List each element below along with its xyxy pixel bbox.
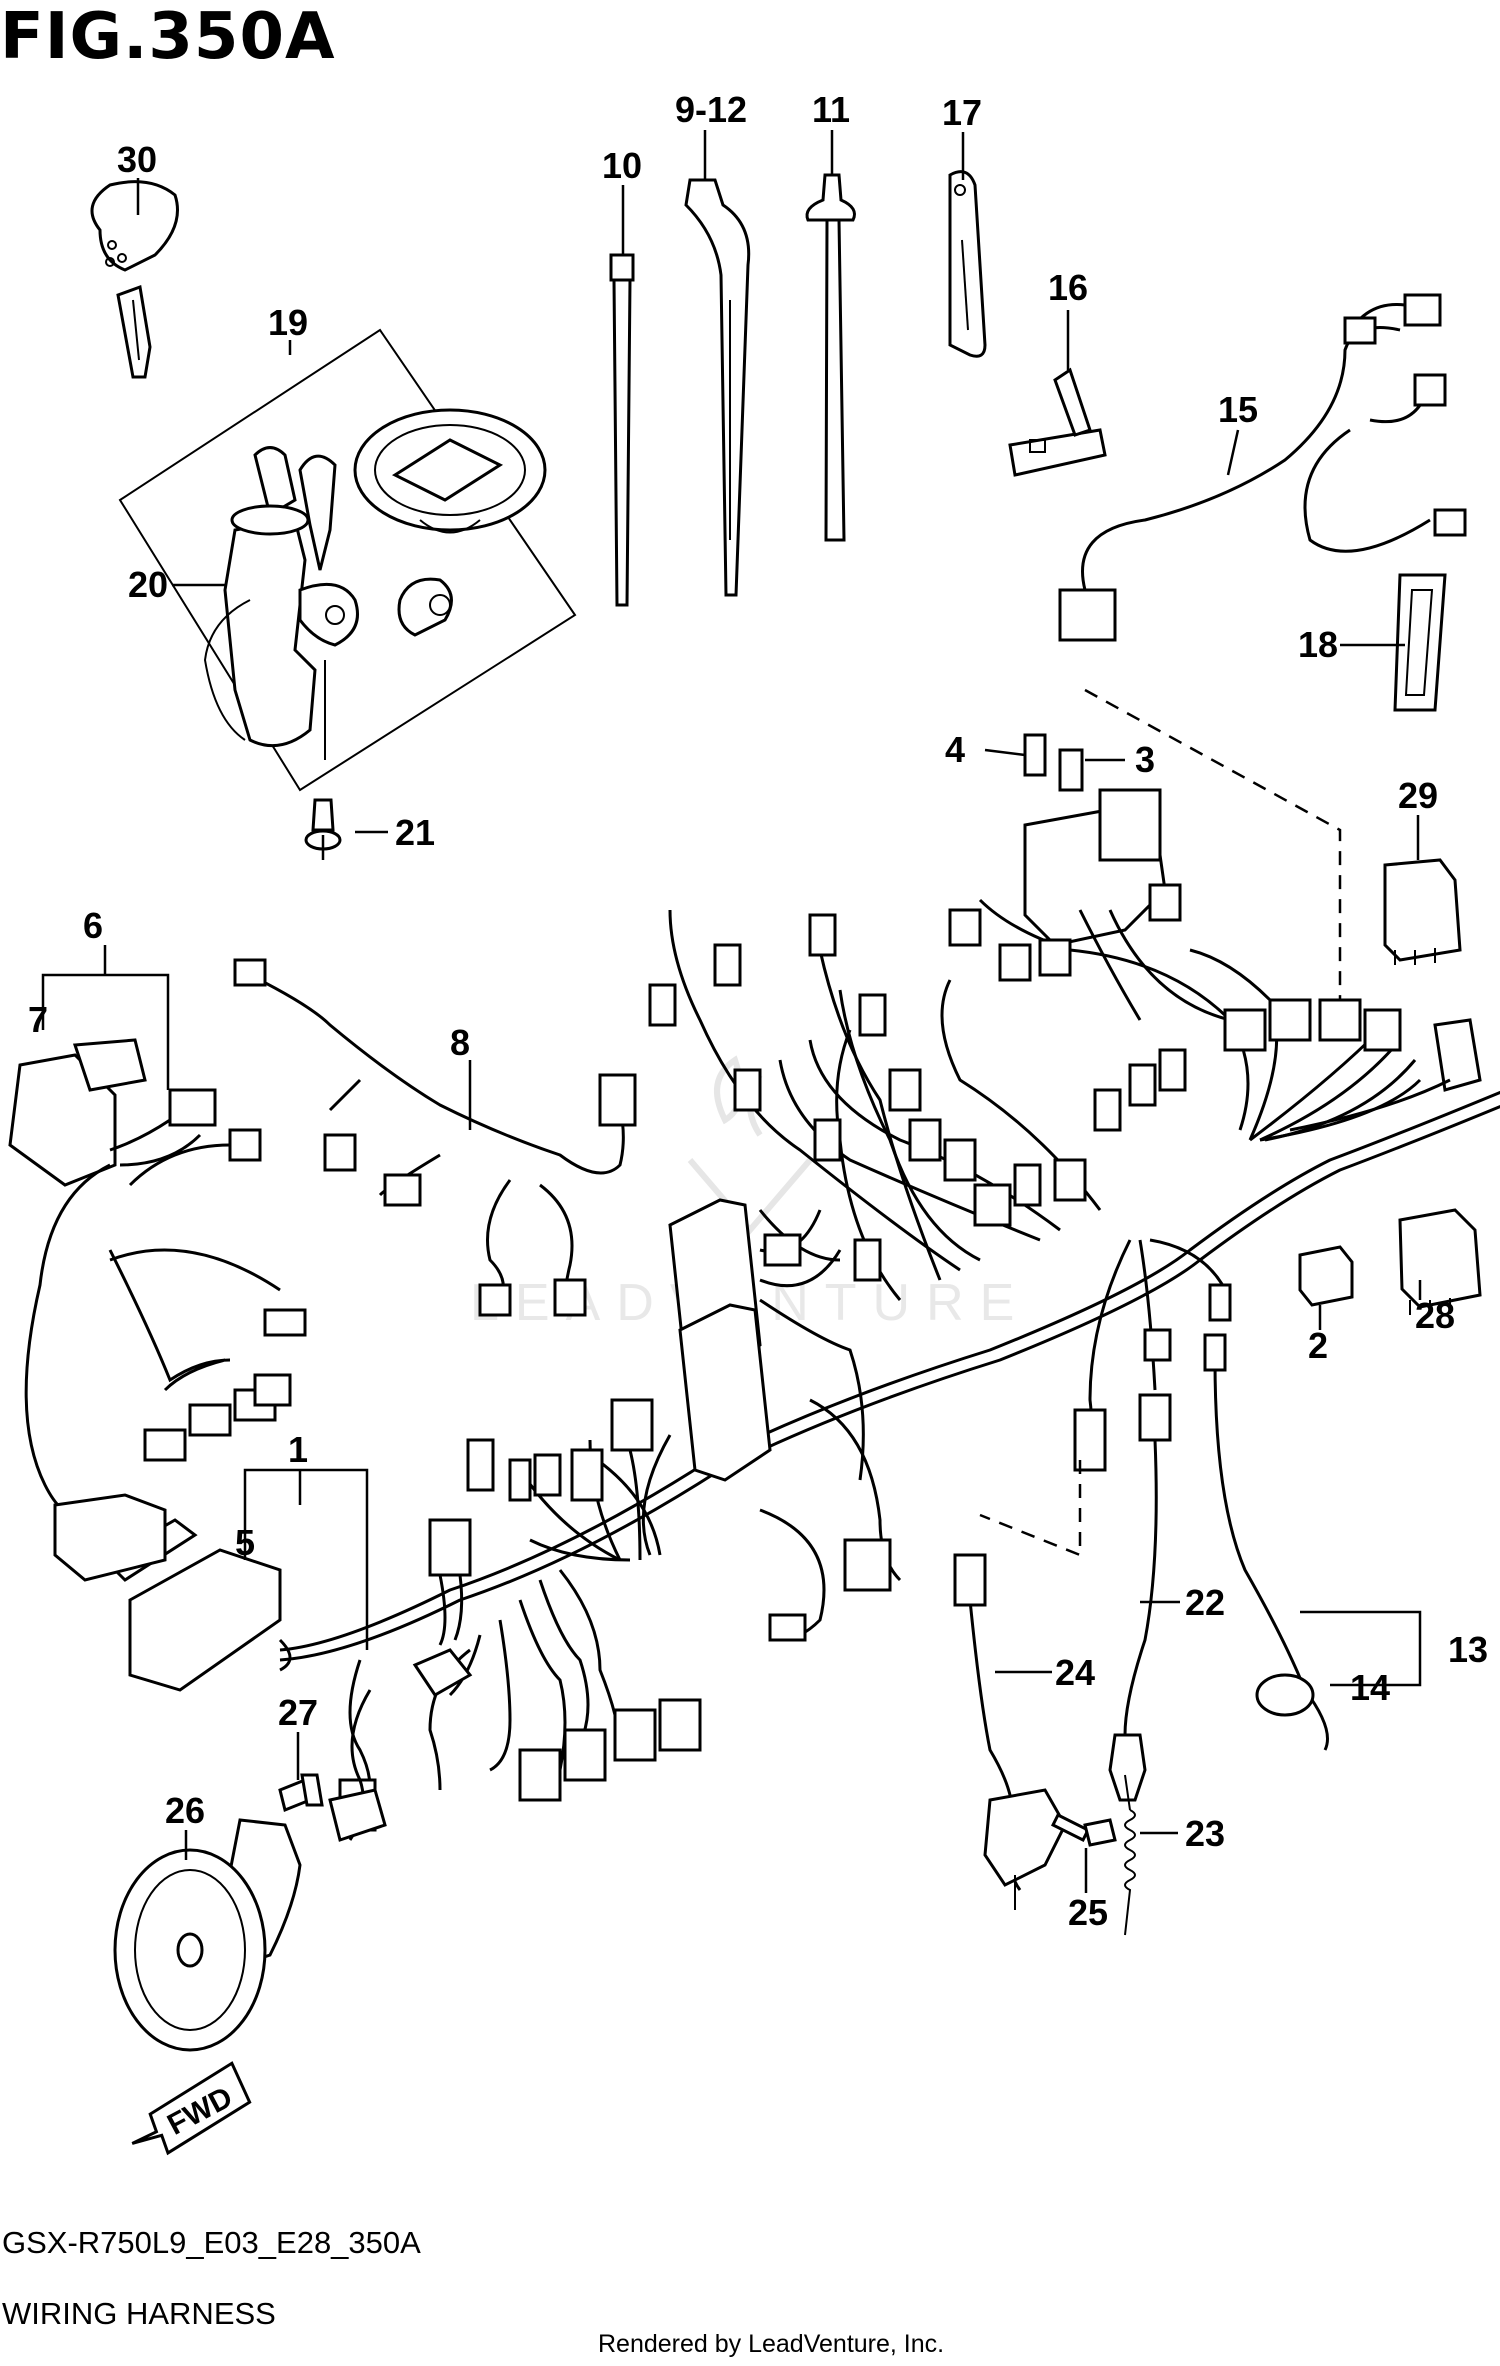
seat-lock-cylinder[interactable] (397, 577, 453, 637)
fuel-cap[interactable] (353, 408, 547, 534)
callout-18: 18 (1298, 624, 1338, 665)
callout-17: 17 (942, 92, 982, 133)
forward-direction-arrow: FWD (131, 2061, 252, 2156)
callout-27: 27 (278, 1692, 318, 1733)
credit-text: Rendered by LeadVenture, Inc. (598, 2330, 945, 2358)
callout-23: 23 (1185, 1813, 1225, 1854)
key-part-30[interactable] (90, 180, 179, 379)
callout-labels: 30 19 20 21 10 9-12 11 17 16 15 18 4 3 2… (28, 89, 1488, 1933)
bolt-part-27[interactable] (278, 1773, 324, 1813)
callout-24: 24 (1055, 1652, 1095, 1693)
spring-part-23[interactable] (1124, 1774, 1136, 1936)
bracket-part-16[interactable] (1008, 367, 1107, 477)
callout-28: 28 (1415, 1295, 1455, 1336)
callout-16: 16 (1048, 267, 1088, 308)
figure-name: WIRING HARNESS (2, 2296, 276, 2331)
callout-22: 22 (1185, 1582, 1225, 1623)
sub-harness-part-8[interactable] (233, 958, 637, 1317)
strap-part-17[interactable] (948, 170, 987, 358)
callout-14: 14 (1350, 1667, 1390, 1708)
sub-harness-part-15[interactable] (1058, 293, 1467, 642)
relay-part-29[interactable] (1383, 858, 1462, 965)
bolt-part-25[interactable] (1050, 1812, 1117, 1847)
callout-3: 3 (1135, 739, 1155, 780)
callout-10: 10 (602, 145, 642, 186)
component-part-2[interactable] (1298, 1245, 1354, 1307)
leader-lines (41, 130, 1422, 1893)
callout-7: 7 (28, 999, 48, 1040)
callout-19: 19 (268, 302, 308, 343)
callout-30: 30 (117, 139, 157, 180)
sensor-part-14[interactable] (1203, 1333, 1329, 1751)
callout-11: 11 (812, 89, 850, 130)
callout-15: 15 (1218, 389, 1258, 430)
callout-29: 29 (1398, 775, 1438, 816)
callout-8: 8 (450, 1022, 470, 1063)
callout-13: 13 (1448, 1629, 1488, 1670)
switch-part-24[interactable] (953, 1553, 1067, 1910)
callout-1: 1 (288, 1429, 308, 1470)
cable-tie-part-9-12[interactable] (684, 178, 751, 597)
callout-2: 2 (1308, 1325, 1328, 1366)
callout-25: 25 (1068, 1892, 1108, 1933)
callout-20: 20 (128, 564, 168, 605)
callout-5: 5 (235, 1522, 255, 1563)
model-code: GSX-R750L9_E03_E28_350A (2, 2225, 421, 2260)
cable-tie-part-10[interactable] (609, 253, 635, 607)
callout-26: 26 (165, 1790, 205, 1831)
clip-tie-part-11[interactable] (805, 173, 856, 542)
sensor-part-22[interactable] (1108, 1393, 1172, 1802)
fuse-part-3[interactable] (1058, 748, 1084, 792)
rubber-band-part-18[interactable] (1393, 573, 1447, 712)
callout-4: 4 (945, 729, 965, 770)
horn-part-26[interactable] (113, 1689, 387, 2052)
fuse-part-4[interactable] (1023, 733, 1047, 777)
callout-6: 6 (83, 905, 103, 946)
harness-part-6[interactable] (8, 1038, 307, 1582)
figure-title: FIG.350A (0, 0, 336, 74)
ignition-switch-part-20[interactable] (203, 446, 359, 761)
callout-9-12: 9-12 (675, 89, 747, 130)
main-harness-part-1[interactable] (279, 788, 1500, 1832)
ignition-set-box-19 (118, 328, 577, 792)
callout-21: 21 (395, 812, 435, 853)
